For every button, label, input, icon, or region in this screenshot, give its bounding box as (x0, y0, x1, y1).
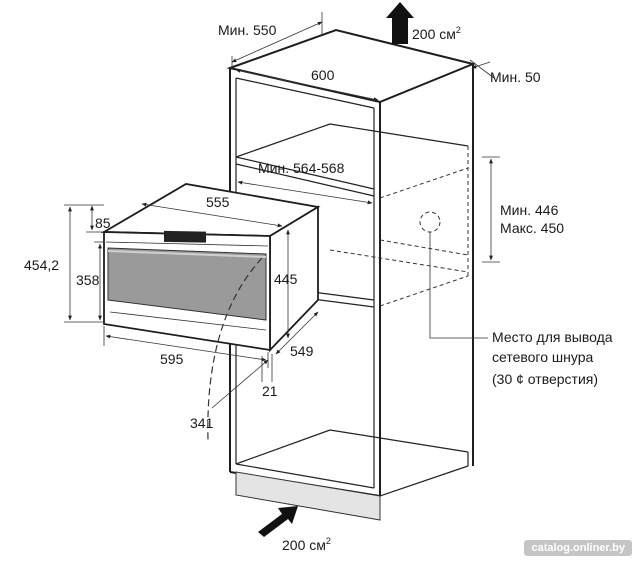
label-oven-depth: 549 (290, 343, 314, 359)
door-swing-arc (207, 257, 263, 441)
watermark: catalog.onliner.by (524, 540, 632, 556)
label-oven-top-offset: 85 (95, 215, 111, 231)
air-outlet-arrow-icon (386, 2, 414, 44)
label-cabinet-depth-min: Мин. 550 (218, 22, 277, 38)
label-cabinet-width: 600 (311, 67, 335, 83)
cable-hole-icon (419, 211, 441, 233)
label-oven-width: 555 (206, 194, 230, 210)
label-oven-total-height: 454,2 (24, 257, 59, 273)
label-top-air: 200 см2 (412, 25, 461, 42)
oven-display (164, 230, 206, 243)
label-niche-height-max: Макс. 450 (500, 220, 564, 236)
label-door-swing: 341 (190, 415, 214, 431)
label-oven-body-height: 445 (274, 271, 298, 287)
label-niche-width: Мин. 564-568 (258, 160, 345, 176)
air-inlet-arrow-icon (258, 506, 298, 537)
label-front-thickness: 21 (262, 383, 278, 399)
label-niche-height-min: Мин. 446 (500, 202, 559, 218)
label-rear-gap-min: Мин. 50 (490, 69, 541, 85)
label-oven-inner-height: 358 (76, 272, 100, 288)
label-oven-front-width: 595 (160, 351, 184, 367)
cable-note-line-1: Место для вывода (492, 329, 613, 345)
cable-note-line-2: сетевого шнура (492, 349, 593, 365)
cable-note-line-3: (30 ¢ отверстия) (492, 371, 598, 387)
label-bottom-air: 200 см2 (282, 536, 331, 553)
